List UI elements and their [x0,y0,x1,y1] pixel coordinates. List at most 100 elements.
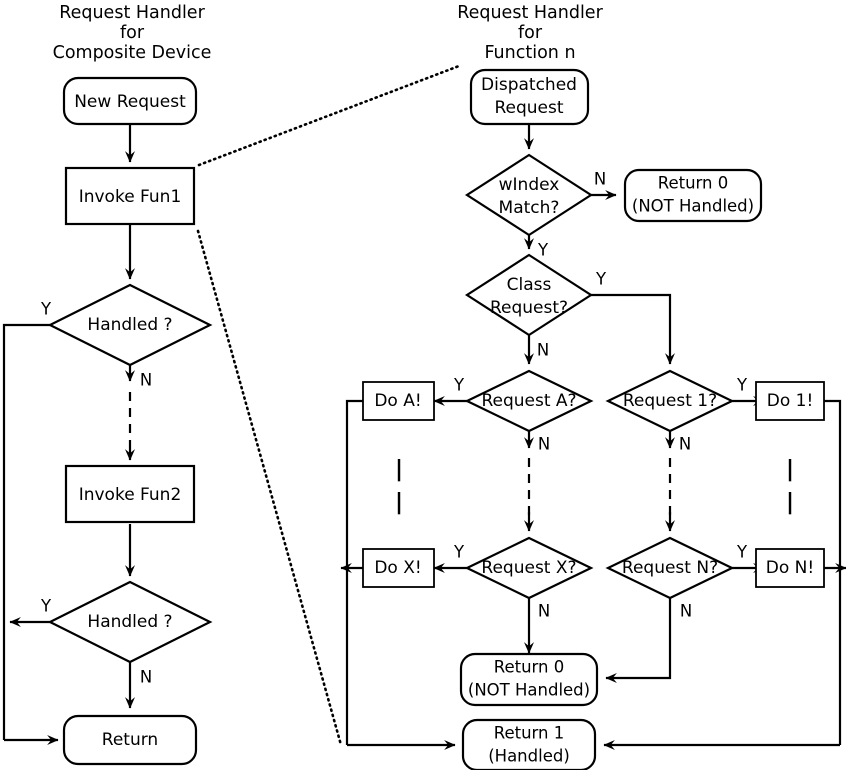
left-panel-edges [2,124,135,745]
title-left-line1: Request Handler [59,3,205,23]
branch-windex-yes: Y [537,241,549,260]
return-shape [62,714,198,766]
edge-requestn-no-to-return0 [605,598,672,683]
return-label: Return [102,730,158,750]
request-n-shape [605,536,735,600]
return1-line1: Return 1 [494,724,565,743]
branch-class-no: N [537,341,549,360]
invoke-fun2-shape [64,464,196,524]
branch-requestn-no: N [680,602,692,621]
do-a-label: Do A! [374,391,421,411]
right-panel-edges [340,124,846,750]
branch-handled1-yes: Y [40,300,52,319]
node-request-a[interactable]: Request A? [464,369,594,433]
node-new-request[interactable]: New Request [62,76,198,126]
new-request-shape [62,76,198,126]
node-do-x[interactable]: Do X! [362,548,435,588]
branch-request1-yes: Y [736,376,748,395]
do-1-shape [755,381,825,421]
windex-match-line1: wIndex [499,175,560,195]
return0-top-line1: Return 0 [658,174,729,193]
node-invoke-fun1[interactable]: Invoke Fun1 [64,166,196,226]
handled-1-shape [47,283,213,367]
branch-requesta-yes: Y [453,376,465,395]
ellipsis-left-1: | [395,457,403,482]
node-return0-top[interactable]: Return 0 (NOT Handled) [623,168,763,223]
edge-handled1-yes-rail [2,323,50,740]
class-request-shape [464,253,594,337]
do-a-shape [362,381,435,421]
edge-class-yes-to-request1 [591,293,675,365]
branch-requesta-no: N [538,435,550,454]
request-a-shape [464,369,594,433]
connector-dotted-lower [196,229,343,747]
do-1-label: Do 1! [767,391,814,411]
title-left-line2: for [120,23,145,43]
class-request-line1: Class [507,275,552,295]
title-right-line1: Request Handler [457,3,603,23]
branch-class-yes: Y [595,270,607,289]
title-right-line2: for [518,23,543,43]
do-x-shape [362,548,435,588]
node-request-x[interactable]: Request X? [464,536,594,600]
title-right: Request Handler for Function n [457,3,603,63]
do-x-label: Do X! [374,558,421,578]
title-left: Request Handler for Composite Device [53,3,212,63]
handled-1-label: Handled ? [87,315,172,335]
return0-bottom-shape [459,652,599,707]
branch-handled2-yes: Y [40,597,52,616]
title-right-line3: Function n [484,43,575,63]
branch-windex-no: N [594,170,606,189]
windex-match-shape [464,153,594,237]
return0-bottom-line2: (NOT Handled) [468,681,590,700]
branch-request1-no: N [679,435,691,454]
branch-handled1-no: N [140,371,152,390]
node-handled-1[interactable]: Handled ? [47,283,213,367]
branch-handled2-no: N [140,668,152,687]
new-request-label: New Request [74,92,186,112]
node-return1[interactable]: Return 1 (Handled) [461,718,597,770]
return0-top-shape [623,168,763,223]
request-n-label: Request N? [622,558,718,578]
node-return[interactable]: Return [62,714,198,766]
request-x-label: Request X? [481,558,576,578]
node-do-a[interactable]: Do A! [362,381,435,421]
connector-dotted-upper [197,64,461,167]
do-n-label: Do N! [766,558,814,578]
return1-shape [461,718,597,770]
dispatched-request-shape [469,68,590,126]
request-1-label: Request 1? [623,391,717,411]
node-dispatched-request[interactable]: Dispatched Request [469,68,590,126]
ellipsis-left-2: | [395,490,403,515]
node-invoke-fun2[interactable]: Invoke Fun2 [64,464,196,524]
ellipsis-right-1: | [786,457,794,482]
node-do-n[interactable]: Do N! [755,548,825,588]
dispatched-request-line2: Request [494,98,563,118]
request-x-shape [464,536,594,600]
dispatched-request-line1: Dispatched [481,75,577,95]
node-request-1[interactable]: Request 1? [605,369,735,433]
ellipsis-right-2: | [786,490,794,515]
do-n-shape [755,548,825,588]
branch-requestx-no: N [538,602,550,621]
edge-do1-right-rail [824,399,842,745]
request-a-label: Request A? [481,391,576,411]
return0-bottom-line1: Return 0 [494,658,565,677]
node-do-1[interactable]: Do 1! [755,381,825,421]
title-left-line3: Composite Device [53,43,212,63]
node-request-n[interactable]: Request N? [605,536,735,600]
node-class-request[interactable]: Class Request? [464,253,594,337]
class-request-line2: Request? [490,298,568,318]
node-return0-bottom[interactable]: Return 0 (NOT Handled) [459,652,599,707]
invoke-fun1-label: Invoke Fun1 [79,187,182,207]
node-handled-2[interactable]: Handled ? [47,580,213,664]
branch-requestn-yes: Y [736,543,748,562]
windex-match-line2: Match? [499,198,560,218]
node-windex-match[interactable]: wIndex Match? [464,153,594,237]
invoke-fun1-shape [64,166,196,226]
ellipsis-marks-left: | | [395,457,403,515]
edge-doa-left-rail [345,399,363,745]
ellipsis-marks-right: | | [786,457,794,515]
